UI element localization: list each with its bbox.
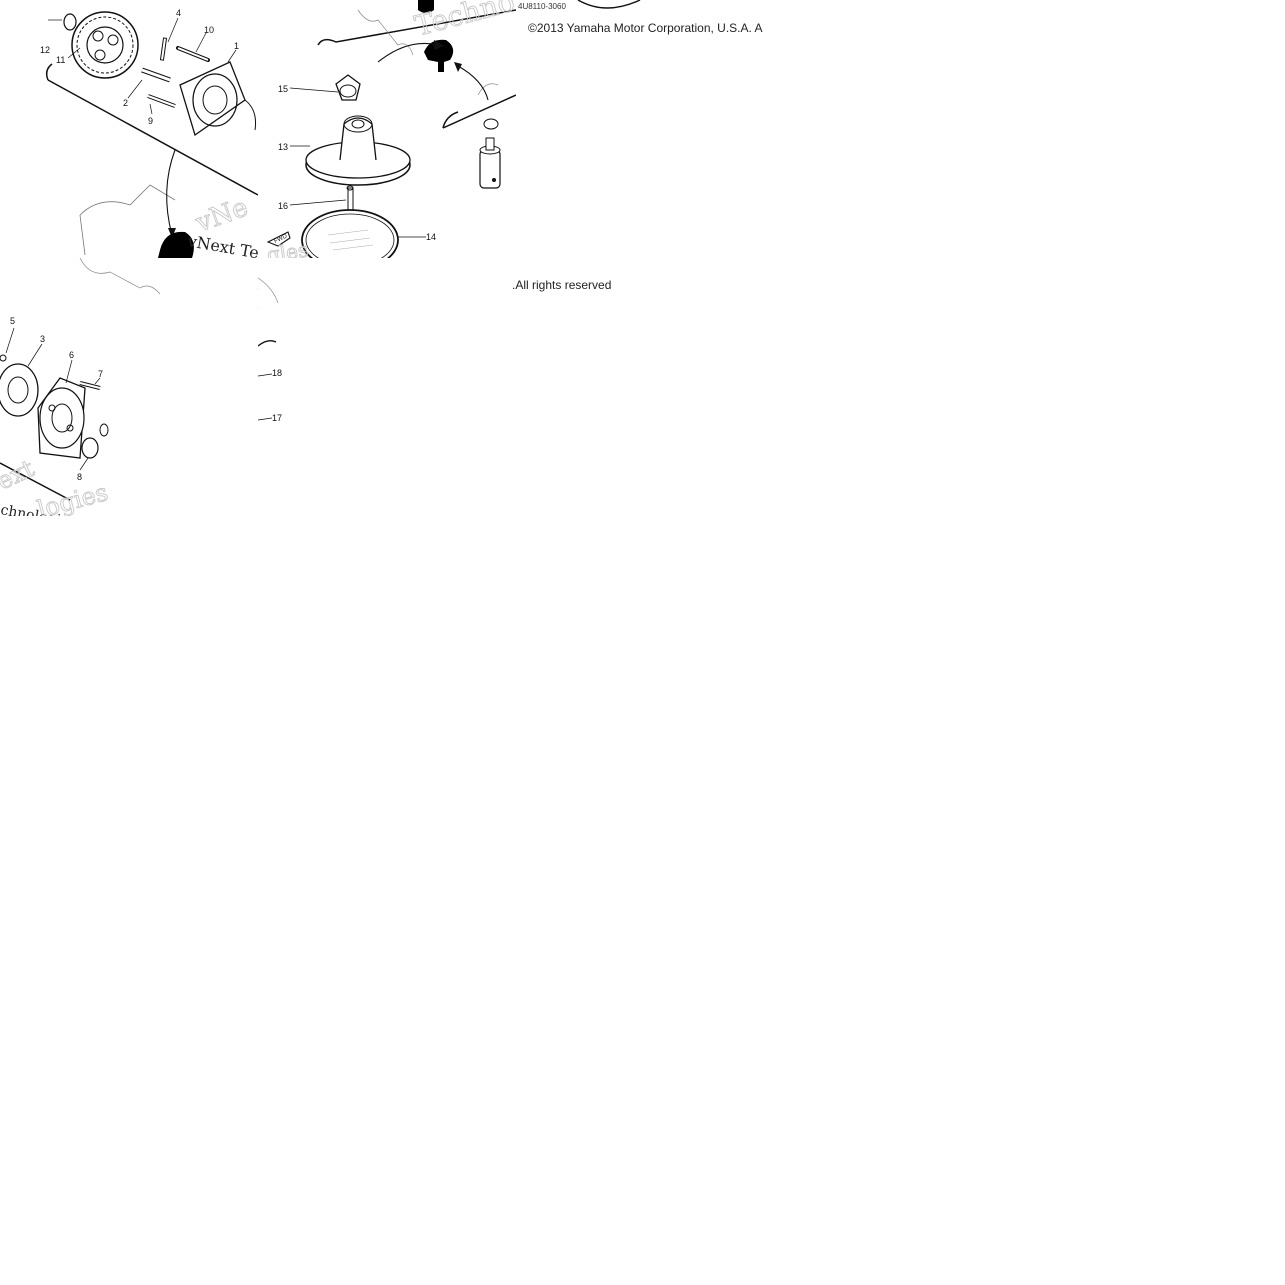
filter-screen [301, 209, 399, 258]
watermark-text: gles [265, 237, 309, 258]
watermark-text: ext [0, 454, 39, 495]
pump-cover [37, 377, 86, 459]
copyright-text: ©2013 Yamaha Motor Corporation, U.S.A. A [528, 21, 763, 35]
svg-text:FWD: FWD [273, 233, 289, 244]
rights-text: All rights reserved. [512, 278, 612, 292]
callout-7: 7 [98, 369, 103, 379]
pump-body [179, 61, 256, 137]
callout-14: 14 [426, 232, 436, 242]
callout-12: 12 [40, 45, 50, 55]
drive-gear [71, 11, 139, 79]
callout-2: 2 [123, 98, 128, 108]
watermark-text: logies [34, 478, 110, 516]
watermark-text: Techno [411, 0, 516, 43]
strainer-view: FWD Techno gles 15 13 16 14 [258, 0, 516, 258]
drain-plug-view: 18 17 [258, 258, 516, 516]
callout-9: 9 [148, 116, 153, 126]
callout-10: 10 [204, 25, 214, 35]
callout-15: 15 [278, 84, 288, 94]
outer-rotor [0, 363, 39, 417]
callout-18: 18 [272, 368, 282, 378]
diagram-code: 4U8110-3060 [518, 2, 566, 11]
callout-16: 16 [278, 201, 288, 211]
callout-17: 17 [272, 413, 282, 423]
callout-8: 8 [77, 472, 82, 482]
callout-11: 11 [56, 55, 65, 65]
oil-pump-view: vNe vNext Tec 12 11 4 10 1 2 9 [0, 0, 258, 258]
gasket [335, 74, 361, 101]
callout-3: 3 [40, 334, 45, 344]
watermark-text: vNext Tec [185, 231, 258, 258]
fwd-arrow-icon: FWD [266, 231, 291, 247]
callout-13: 13 [278, 142, 288, 152]
pump-rotor-view: ext chnologies logies 5 3 6 7 8 [0, 258, 258, 516]
ring-fragment [516, 0, 676, 18]
callout-4: 4 [176, 8, 181, 18]
callout-6: 6 [69, 350, 74, 360]
callout-5: 5 [10, 316, 15, 326]
watermark-text: vNe [191, 192, 252, 239]
callout-1: 1 [234, 41, 239, 51]
strainer-housing [305, 115, 411, 186]
